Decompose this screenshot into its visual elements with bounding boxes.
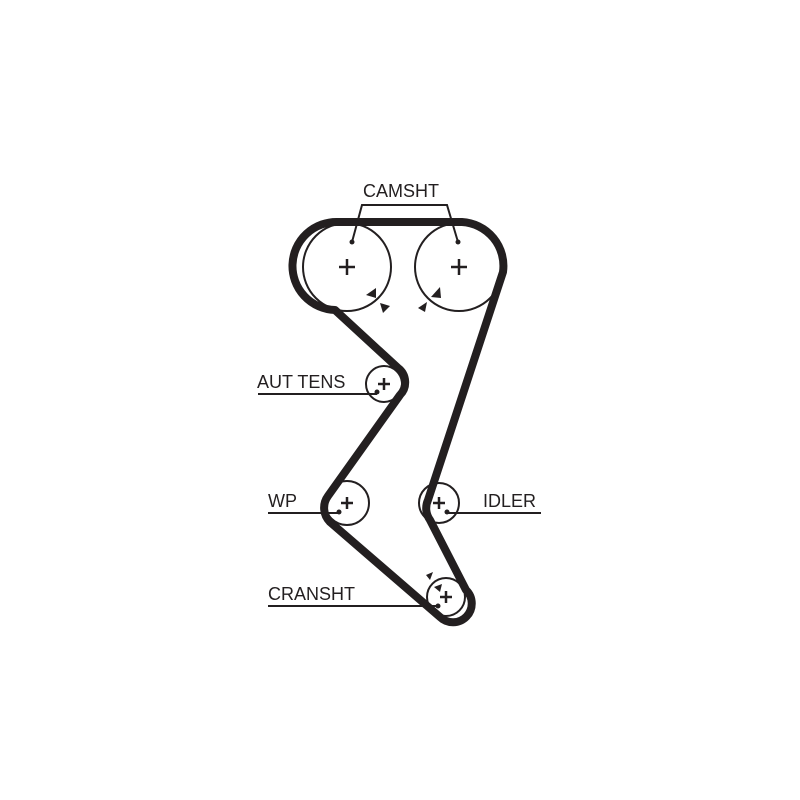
camshaft-label: CAMSHT bbox=[363, 181, 439, 201]
rotation-arrow bbox=[380, 303, 390, 313]
auto-tensioner-label: AUT TENS bbox=[257, 372, 345, 392]
camshaft-leader bbox=[351, 204, 459, 243]
timing-belt bbox=[288, 217, 508, 627]
camshaft-pulley-left bbox=[302, 222, 392, 313]
rotation-arrow bbox=[431, 287, 441, 298]
rotation-arrow bbox=[366, 288, 376, 298]
water-pump-label: WP bbox=[268, 491, 297, 511]
rotation-arrow bbox=[418, 302, 427, 312]
auto-tensioner-pulley bbox=[365, 365, 403, 403]
water-pump-pulley bbox=[324, 480, 370, 526]
rotation-arrow bbox=[434, 584, 442, 592]
crankshaft-label: CRANSHT bbox=[268, 584, 355, 604]
idler-label: IDLER bbox=[483, 491, 536, 511]
camshaft-pulley-right bbox=[414, 222, 504, 312]
rotation-arrow bbox=[426, 572, 433, 580]
